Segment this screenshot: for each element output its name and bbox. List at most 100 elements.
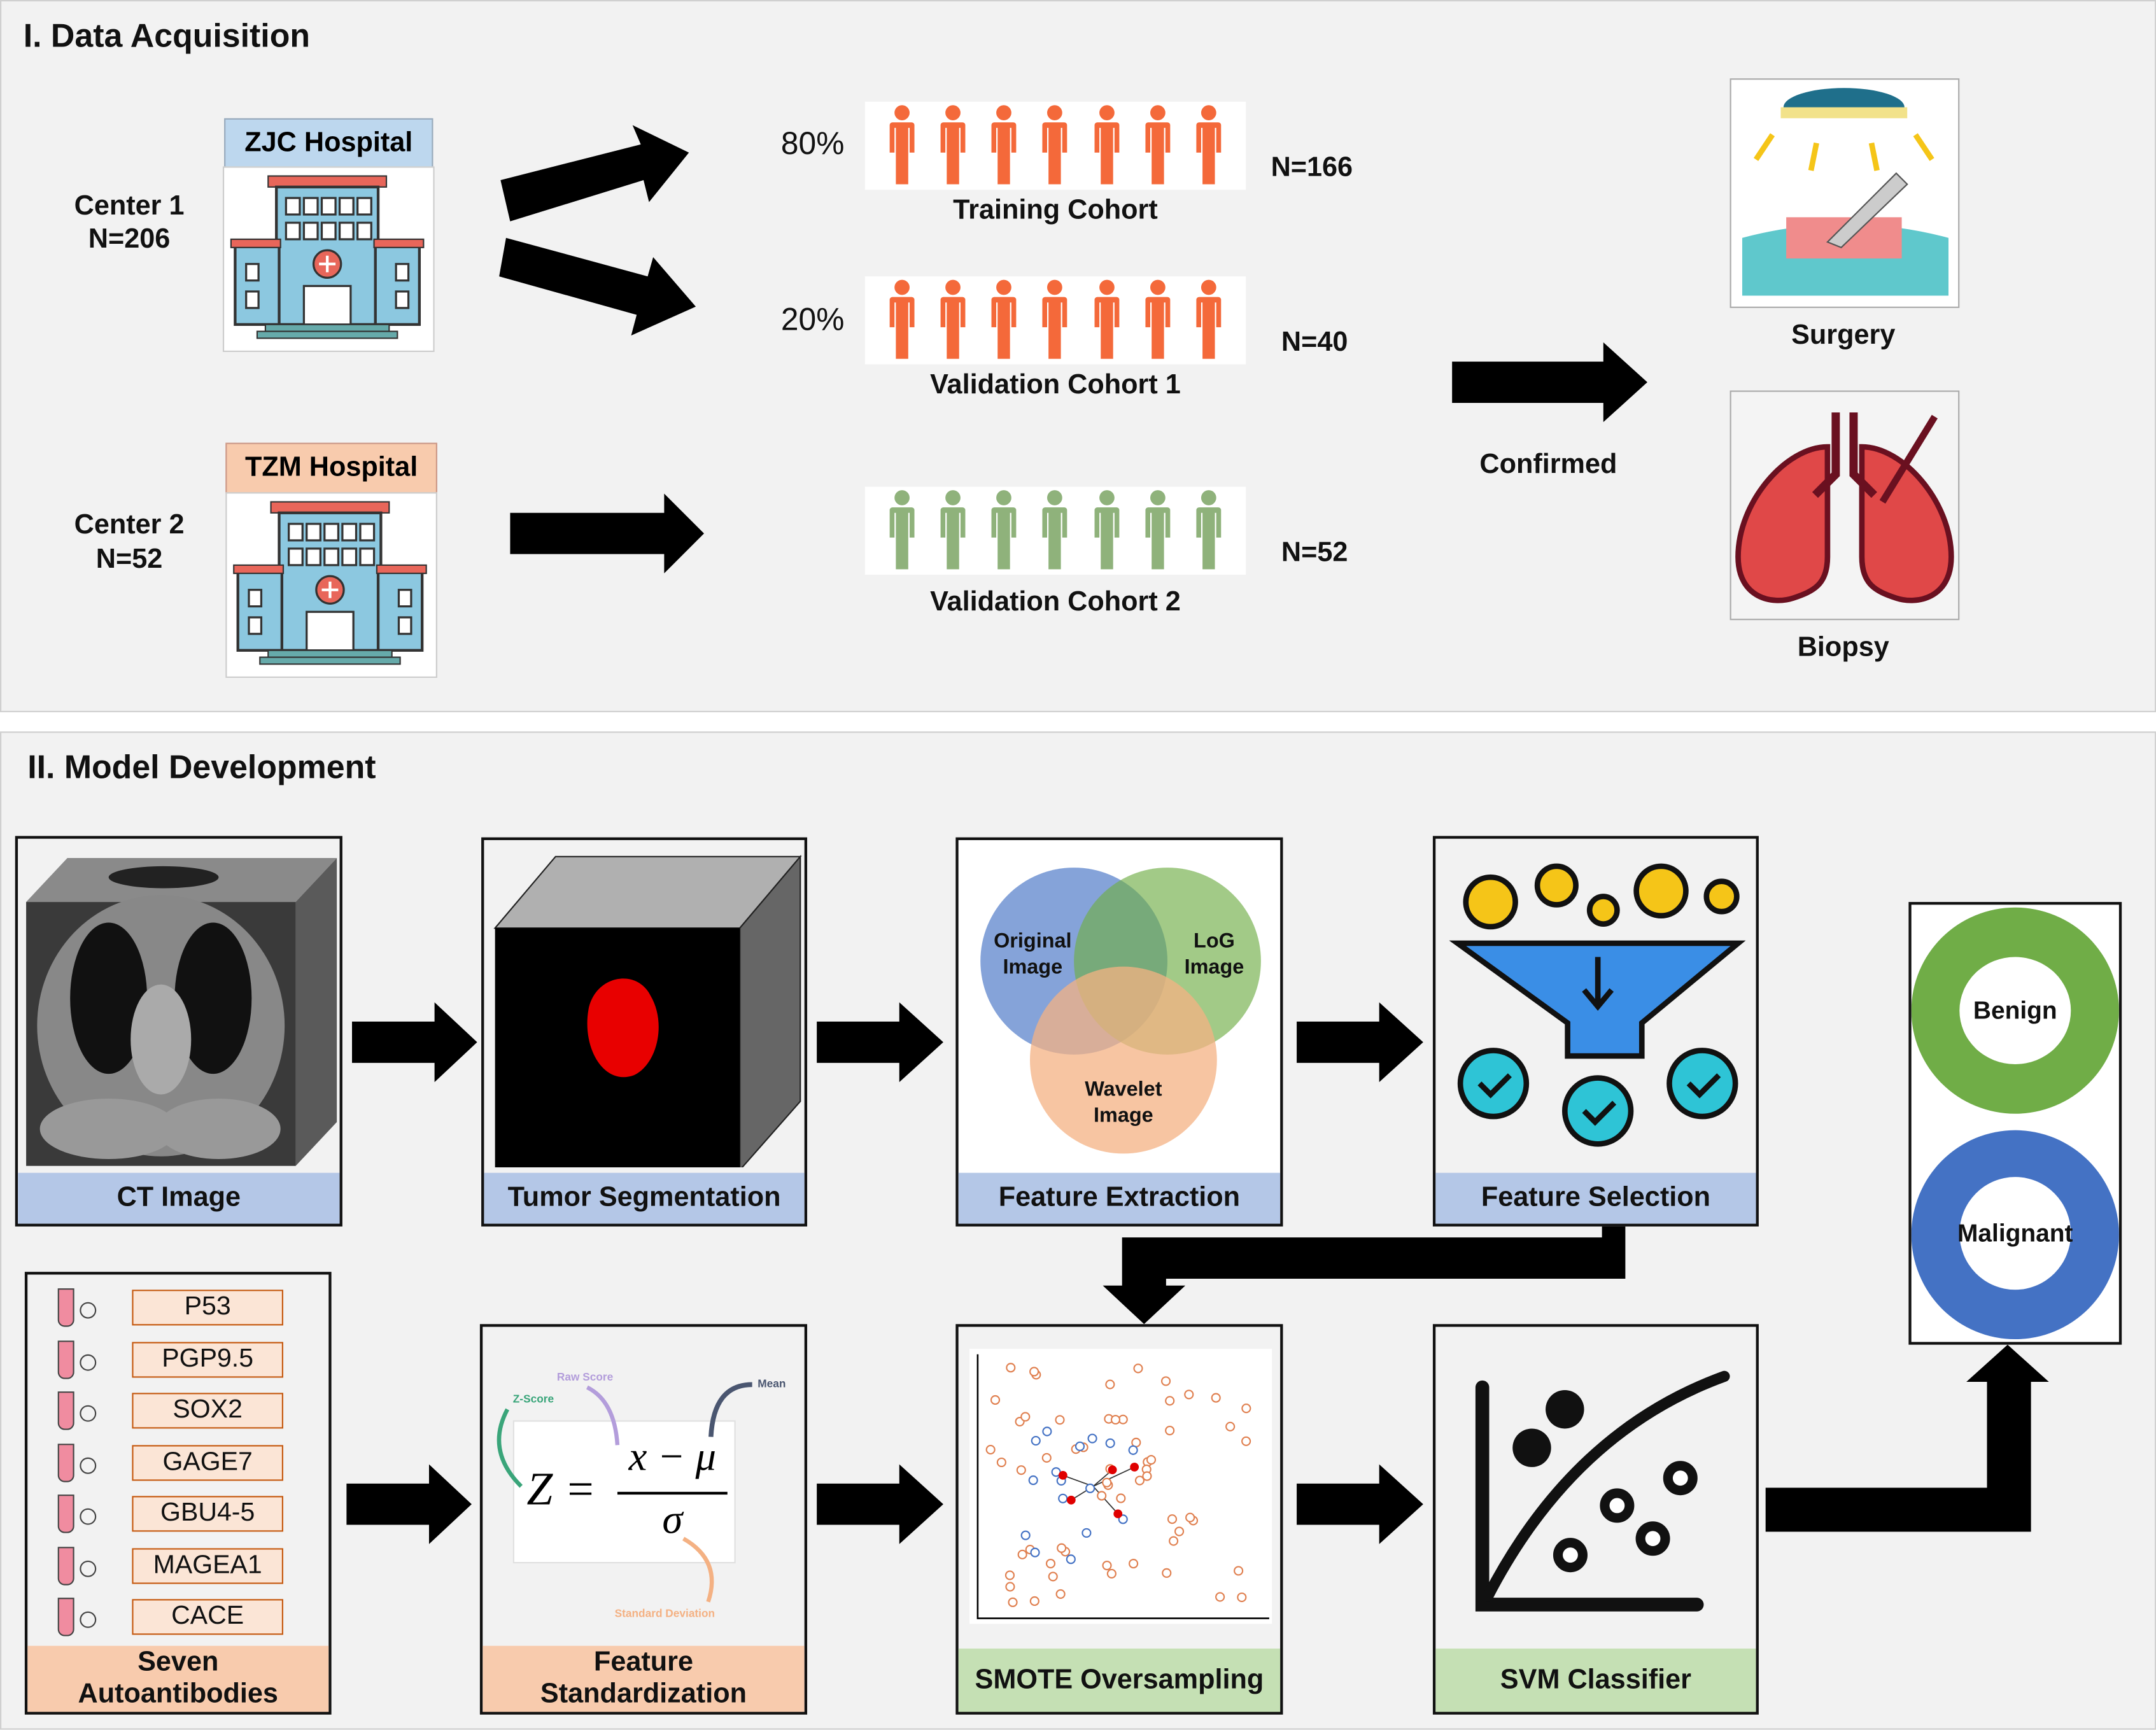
feature-selection-card: Feature Selection bbox=[1432, 836, 1759, 1227]
majority-point bbox=[1165, 1425, 1175, 1436]
center1-name: Center 1 bbox=[74, 191, 185, 222]
majority-point bbox=[1241, 1403, 1251, 1414]
minority-point bbox=[1031, 1435, 1041, 1446]
majority-point bbox=[1041, 1452, 1052, 1463]
majority-point bbox=[1129, 1559, 1139, 1569]
ct-image-card: CT Image bbox=[15, 836, 342, 1227]
venn-log-line1: LoG bbox=[1194, 929, 1235, 953]
smote-link bbox=[1092, 1486, 1118, 1514]
hospital-icon bbox=[222, 166, 435, 353]
benign-center bbox=[1959, 957, 2071, 1064]
venn-diagram bbox=[980, 868, 1261, 1154]
autoantibody-item: GAGE7 bbox=[132, 1444, 284, 1480]
mean-annotation: Mean bbox=[757, 1377, 786, 1390]
majority-point bbox=[1225, 1421, 1236, 1431]
majority-point bbox=[1048, 1572, 1058, 1582]
test-tube-icon bbox=[57, 1546, 74, 1585]
clock-icon bbox=[80, 1302, 97, 1319]
majority-point bbox=[1017, 1549, 1027, 1559]
fraction-bar bbox=[617, 1491, 728, 1495]
minority-point bbox=[1030, 1547, 1040, 1558]
standardization-label-line1: Feature bbox=[593, 1647, 694, 1678]
arrow-selection-to-smote bbox=[1103, 1226, 1626, 1325]
split-arrows bbox=[499, 125, 1647, 573]
synthetic-point bbox=[1113, 1509, 1123, 1519]
venn-original-line2: Image bbox=[1003, 955, 1063, 980]
majority-point bbox=[1029, 1596, 1039, 1607]
majority-point bbox=[1029, 1367, 1039, 1377]
ct-image-label: CT Image bbox=[18, 1172, 340, 1224]
training-count: N=166 bbox=[1271, 152, 1353, 183]
center2-name: Center 2 bbox=[74, 510, 185, 540]
majority-point bbox=[1215, 1592, 1225, 1602]
tumor-segmentation-label: Tumor Segmentation bbox=[484, 1172, 805, 1224]
raw-score-annotation: Raw Score bbox=[556, 1370, 614, 1384]
autoantibodies-label-line2: Autoantibodies bbox=[78, 1678, 278, 1710]
outcome-card: Benign Malignant bbox=[1908, 902, 2122, 1345]
majority-point bbox=[1055, 1415, 1065, 1425]
zscore-annotation: Z-Score bbox=[512, 1393, 554, 1405]
svm-card: SVM Classifier bbox=[1432, 1324, 1759, 1715]
test-tube-icon bbox=[57, 1443, 74, 1482]
majority-point bbox=[1211, 1393, 1221, 1403]
synthetic-point bbox=[1058, 1470, 1067, 1480]
hospital-icon bbox=[225, 492, 437, 678]
segmentation-cube bbox=[493, 854, 802, 1168]
majority-point bbox=[985, 1444, 996, 1455]
surgery-label: Surgery bbox=[1791, 320, 1896, 351]
majority-point bbox=[1097, 1491, 1107, 1501]
zjc-hospital-label: ZJC Hospital bbox=[224, 118, 433, 169]
majority-point bbox=[1110, 1414, 1121, 1425]
arrow-std-to-smote bbox=[817, 1464, 943, 1544]
minority-point bbox=[1118, 1514, 1128, 1524]
confirmed-arrow bbox=[1452, 342, 1647, 423]
center1-count: N=206 bbox=[88, 224, 171, 255]
minority-point bbox=[1020, 1530, 1031, 1540]
clock-icon bbox=[80, 1559, 97, 1577]
majority-point bbox=[1006, 1363, 1016, 1373]
autoantibody-item: P53 bbox=[132, 1290, 284, 1326]
majority-point bbox=[1005, 1582, 1015, 1592]
majority-point bbox=[1020, 1412, 1031, 1422]
test-tube-icon bbox=[57, 1494, 74, 1533]
svm-label: SVM Classifier bbox=[1435, 1649, 1756, 1712]
minority-point bbox=[1087, 1433, 1097, 1444]
sd-annotation: Standard Deviation bbox=[614, 1607, 715, 1620]
arrow-to-validation1 bbox=[499, 237, 696, 336]
feature-extraction-label: Feature Extraction bbox=[958, 1172, 1281, 1224]
formula-lhs: Z = bbox=[526, 1464, 596, 1516]
test-tube-icon bbox=[57, 1340, 74, 1379]
autoantibody-item: PGP9.5 bbox=[132, 1341, 284, 1377]
majority-point bbox=[1162, 1568, 1172, 1578]
majority-point bbox=[1160, 1376, 1171, 1386]
surgery-icon bbox=[1730, 78, 1960, 308]
biopsy-label: Biopsy bbox=[1797, 632, 1889, 663]
majority-point bbox=[1057, 1543, 1067, 1553]
clock-icon bbox=[80, 1611, 97, 1628]
validation2-cohort-label: Validation Cohort 2 bbox=[930, 587, 1181, 617]
majority-point bbox=[1234, 1566, 1244, 1576]
majority-point bbox=[1146, 1454, 1157, 1465]
majority-point bbox=[1102, 1477, 1112, 1487]
arrow-to-validation2 bbox=[510, 493, 705, 573]
annotation-arrows bbox=[497, 1382, 752, 1603]
autoantibody-item: GBU4-5 bbox=[132, 1496, 284, 1532]
malignant-label: Malignant bbox=[1957, 1220, 2073, 1248]
venn-log-line2: Image bbox=[1184, 955, 1244, 980]
majority-point bbox=[1174, 1526, 1185, 1537]
smote-scatter bbox=[969, 1349, 1272, 1624]
autoantibodies-label-line1: Seven bbox=[137, 1647, 219, 1678]
majority-point bbox=[1133, 1363, 1143, 1374]
arrow-seg-to-extraction bbox=[817, 1002, 943, 1083]
arrow-extraction-to-selection bbox=[1297, 1002, 1423, 1083]
majority-point bbox=[1185, 1512, 1195, 1523]
arrow-svm-to-outcome bbox=[1765, 1344, 2049, 1532]
smote-label: SMOTE Oversampling bbox=[958, 1649, 1281, 1712]
